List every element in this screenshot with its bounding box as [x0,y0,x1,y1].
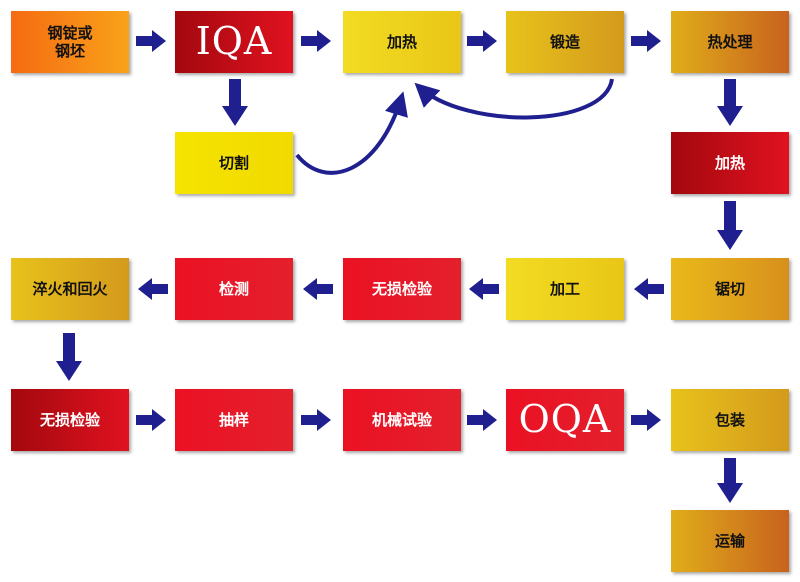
node-iqa: IQA [175,11,293,73]
arrow-heat-treatment-to-heating-2 [717,79,743,126]
arrow-iqa-to-heating [301,30,331,52]
node-inspection: 检测 [175,258,293,320]
node-cutting: 切割 [175,132,293,194]
node-machining: 加工 [506,258,624,320]
arrow-ingot-to-iqa [136,30,166,52]
arrow-quench-to-ndt-2 [56,333,82,381]
node-ingot: 钢锭或 钢坯 [11,11,129,73]
node-oqa: OQA [506,389,624,451]
node-sawing: 锯切 [671,258,789,320]
node-ndt-2: 无损检验 [11,389,129,451]
arrow-sawing-to-machining [634,278,664,300]
arrow-mechanical-test-to-oqa [467,409,497,431]
arrow-iqa-to-cutting [222,79,248,126]
node-heat-treatment: 热处理 [671,11,789,73]
arrow-heating-2-to-sawing [717,201,743,250]
arrow-machining-to-ndt-1 [469,278,499,300]
arrow-forging-back-to-heating-curve [414,78,614,120]
arrow-ndt-2-to-sampling [136,409,166,431]
node-mechanical-test: 机械试验 [343,389,461,451]
arrow-ndt-1-to-inspection [303,278,333,300]
node-packing: 包装 [671,389,789,451]
arrow-inspection-to-quench [138,278,168,300]
node-transport: 运输 [671,510,789,572]
node-sampling: 抽样 [175,389,293,451]
node-forging: 锻造 [506,11,624,73]
node-heating-1: 加热 [343,11,461,73]
arrow-oqa-to-packing [631,409,661,431]
node-quench-temper: 淬火和回火 [11,258,129,320]
arrow-forging-to-heat-treatment [631,30,661,52]
arrow-heating-to-forging [467,30,497,52]
arrow-sampling-to-mechanical-test [301,409,331,431]
arrow-packing-to-transport [717,458,743,503]
arrow-cutting-to-heating-curve [295,91,408,175]
node-heating-2: 加热 [671,132,789,194]
node-ndt-1: 无损检验 [343,258,461,320]
